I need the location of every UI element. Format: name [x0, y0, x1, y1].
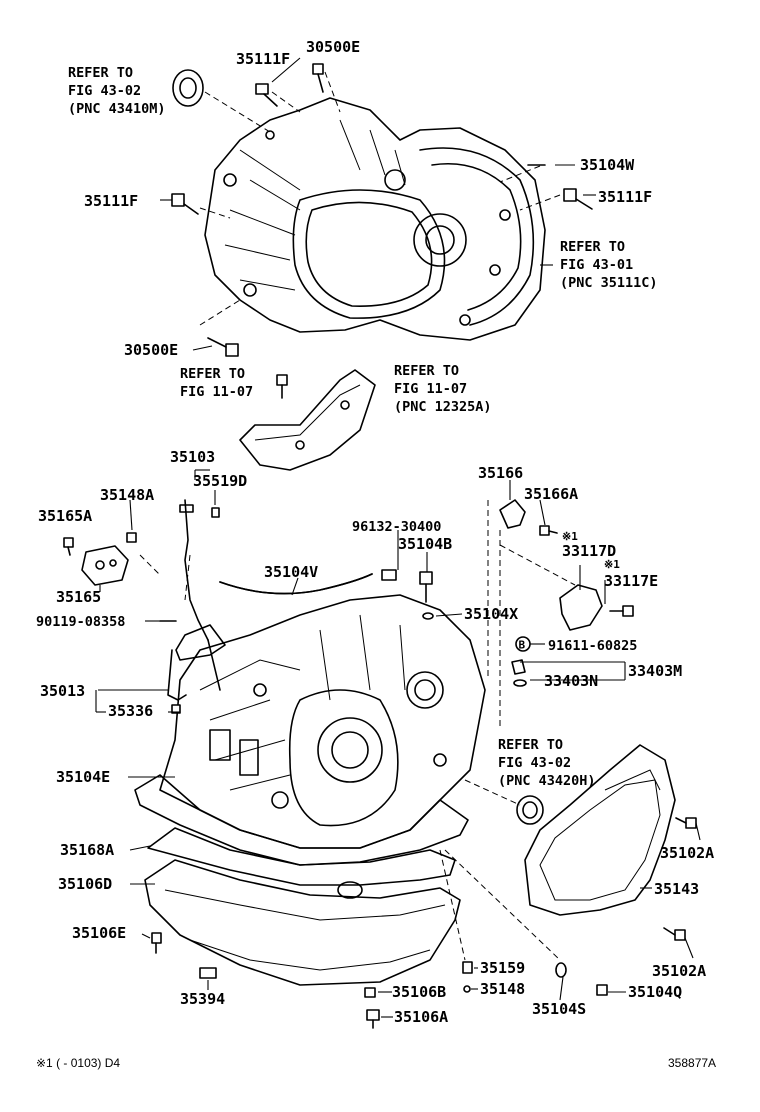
- label-35013: 35013: [40, 682, 85, 700]
- refer-note-4: REFER TO FIG 11-07 (PNC 12325A): [394, 363, 492, 415]
- bolt-30500e-bottom: [207, 337, 239, 357]
- label-33403m: 33403M: [628, 662, 682, 680]
- label-91611-mark: B: [519, 639, 526, 652]
- transaxle-housing: [204, 97, 546, 341]
- label-35159: 35159: [480, 959, 525, 977]
- label-35111f-left: 35111F: [84, 192, 138, 210]
- label-35104v: 35104V: [264, 563, 318, 581]
- breather-hose: [219, 569, 434, 620]
- refer-note-1-line-2: FIG 43-02: [68, 83, 141, 99]
- label-35102a-top: 35102A: [660, 844, 714, 862]
- engine-bracket: [239, 369, 376, 471]
- label-35336: 35336: [108, 702, 153, 720]
- small-parts-left: [63, 507, 220, 979]
- label-35168a: 35168A: [60, 841, 114, 859]
- label-star-2: ※1: [604, 558, 620, 571]
- refer-note-3: REFER TO FIG 11-07: [180, 366, 253, 400]
- refer-note-5-line-2: FIG 43-02: [498, 755, 571, 771]
- label-35111f-top: 35111F: [236, 50, 290, 68]
- label-35166a: 35166A: [524, 485, 578, 503]
- bolt-30500e-top: [312, 63, 324, 93]
- label-35104b: 35104B: [398, 535, 452, 553]
- label-30500e-top: 30500E: [306, 38, 360, 56]
- label-35104s: 35104S: [532, 1000, 586, 1018]
- label-30500e-bottom: 30500E: [124, 341, 178, 359]
- label-35106e: 35106E: [72, 924, 126, 942]
- label-35104e: 35104E: [56, 768, 110, 786]
- label-35106d: 35106D: [58, 875, 112, 893]
- footer: ※1 ( - 0103) D4 358877A: [36, 1056, 716, 1070]
- refer-notes: REFER TO FIG 43-02 (PNC 43410M) REFER TO…: [68, 65, 658, 789]
- label-35165: 35165: [56, 588, 101, 606]
- label-35143: 35143: [654, 880, 699, 898]
- label-35104x: 35104X: [464, 605, 518, 623]
- label-35106b: 35106B: [392, 983, 446, 1001]
- refer-note-5-line-1: REFER TO: [498, 737, 563, 753]
- leader-lines: [95, 57, 701, 1018]
- dipstick-assembly: [167, 499, 226, 701]
- footer-note: ※1 ( - 0103) D4: [36, 1056, 120, 1070]
- refer-note-4-line-1: REFER TO: [394, 363, 459, 379]
- refer-note-5: REFER TO FIG 43-02 (PNC 43420H): [498, 737, 596, 789]
- footer-code: 358877A: [668, 1056, 716, 1070]
- label-35394: 35394: [180, 990, 225, 1008]
- label-35103: 35103: [170, 448, 215, 466]
- label-35106a: 35106A: [394, 1008, 448, 1026]
- label-35166: 35166: [478, 464, 523, 482]
- label-33403n: 33403N: [544, 672, 598, 690]
- part-labels: 30500E 35111F 35104W 35111F 35111F 30500…: [36, 38, 714, 1026]
- label-35111f-right: 35111F: [598, 188, 652, 206]
- refer-note-5-line-3: (PNC 43420H): [498, 773, 596, 789]
- label-35519d: 35519D: [193, 472, 247, 490]
- transmission-case: [159, 594, 486, 849]
- refer-note-4-line-2: FIG 11-07: [394, 381, 467, 397]
- refer-note-2: REFER TO FIG 43-01 (PNC 35111C): [560, 239, 658, 291]
- label-35148a: 35148A: [100, 486, 154, 504]
- bolt-35111f-right: [563, 188, 593, 210]
- refer-note-2-line-1: REFER TO: [560, 239, 625, 255]
- refer-note-3-line-1: REFER TO: [180, 366, 245, 382]
- label-35165a: 35165A: [38, 507, 92, 525]
- refer-note-1-line-3: (PNC 43410M): [68, 101, 166, 117]
- refer-note-1: REFER TO FIG 43-02 (PNC 43410M): [68, 65, 166, 117]
- bolt-35111f-left: [171, 193, 199, 215]
- label-star-1: ※1: [562, 530, 578, 543]
- oil-seal-upper: [172, 69, 204, 107]
- label-96132-30400: 96132-30400: [352, 519, 441, 535]
- refer-note-3-line-2: FIG 11-07: [180, 384, 253, 400]
- label-35104q: 35104Q: [628, 983, 682, 1001]
- label-33117e: 33117E: [604, 572, 658, 590]
- label-35148: 35148: [480, 980, 525, 998]
- refer-note-4-line-3: (PNC 12325A): [394, 399, 492, 415]
- label-90119-08358: 90119-08358: [36, 614, 125, 630]
- label-33117d: 33117D: [562, 542, 616, 560]
- side-cover: [524, 744, 676, 916]
- label-35102a-bottom: 35102A: [652, 962, 706, 980]
- bolt-35111f-top: [255, 83, 278, 107]
- oil-pan: [134, 774, 469, 986]
- refer-note-2-line-2: FIG 43-01: [560, 257, 633, 273]
- bolts-upper: [171, 63, 593, 399]
- stud-bracket: [276, 374, 288, 399]
- refer-note-1-line-1: REFER TO: [68, 65, 133, 81]
- label-91611-60825: 91611-60825: [548, 638, 637, 654]
- label-35104w: 35104W: [580, 156, 635, 174]
- refer-note-2-line-3: (PNC 35111C): [560, 275, 658, 291]
- oil-seal-lower: [516, 795, 544, 825]
